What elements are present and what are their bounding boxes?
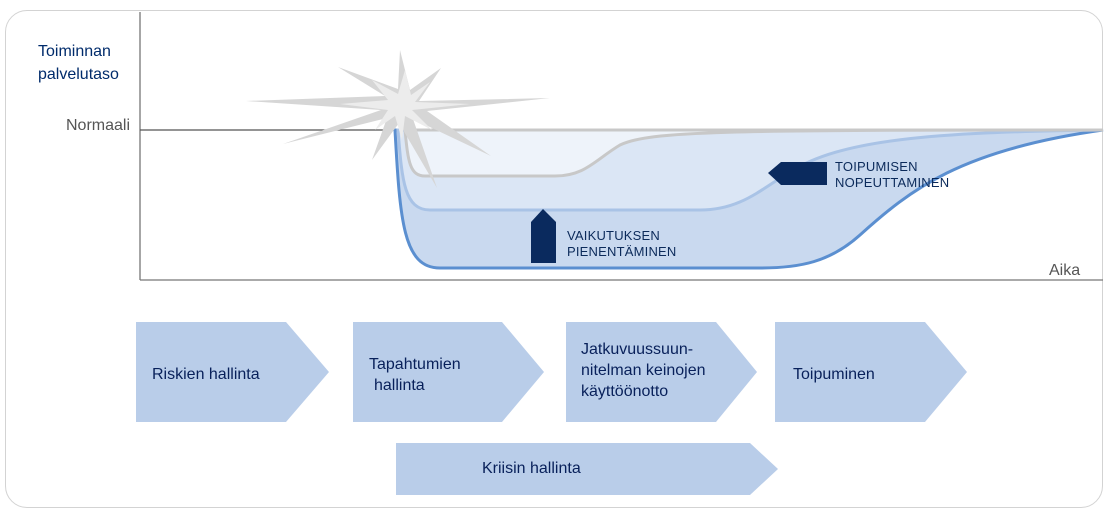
step-arrow-3 [566,322,757,422]
step-3-line1: Jatkuvuussuun- [581,341,694,358]
recovery-annotation-line1: TOIPUMISEN [835,159,918,174]
step-label-4: Toipuminen [793,364,875,385]
recovery-annotation: TOIPUMISEN NOPEUTTAMINEN [835,159,949,191]
y-axis-label-line1: Toiminnan [38,43,111,60]
impact-annotation-line2: PIENENTÄMINEN [567,244,677,259]
diagram-frame [5,10,1103,508]
recovery-marker [768,162,827,185]
step-4-line1: Toipuminen [793,366,875,383]
step-2-line1: Tapahtumien [369,356,461,373]
step-2-line2: hallinta [374,377,425,394]
recovery-annotation-line2: NOPEUTTAMINEN [835,175,950,190]
impact-annotation: VAIKUTUKSEN PIENENTÄMINEN [567,228,677,260]
step-label-1: Riskien hallinta [152,364,260,385]
y-axis-label: Toiminnan palvelutaso [38,40,119,86]
impact-area-inner [403,128,1104,178]
step-label-2: Tapahtumien hallinta [369,354,461,396]
y-axis-label-line2: palvelutaso [38,66,119,83]
step-3-line2: nitelman keinojen [581,362,706,379]
incident-starburst-core [340,70,470,140]
impact-annotation-line1: VAIKUTUKSEN [567,228,660,243]
impact-marker [531,209,556,263]
step-1-line1: Riskien hallinta [152,366,260,383]
step-arrow-2 [353,322,544,422]
step-label-3: Jatkuvuussuun- nitelman keinojen käyttöö… [581,339,706,402]
step-arrow-4 [775,322,967,422]
step-arrow-1 [136,322,329,422]
normal-level-label: Normaali [65,117,130,134]
x-axis-label: Aika [1049,262,1081,279]
crisis-label: Kriisin hallinta [482,460,581,477]
step-3-line3: käyttöönotto [581,383,669,400]
crisis-arrow [396,443,778,495]
